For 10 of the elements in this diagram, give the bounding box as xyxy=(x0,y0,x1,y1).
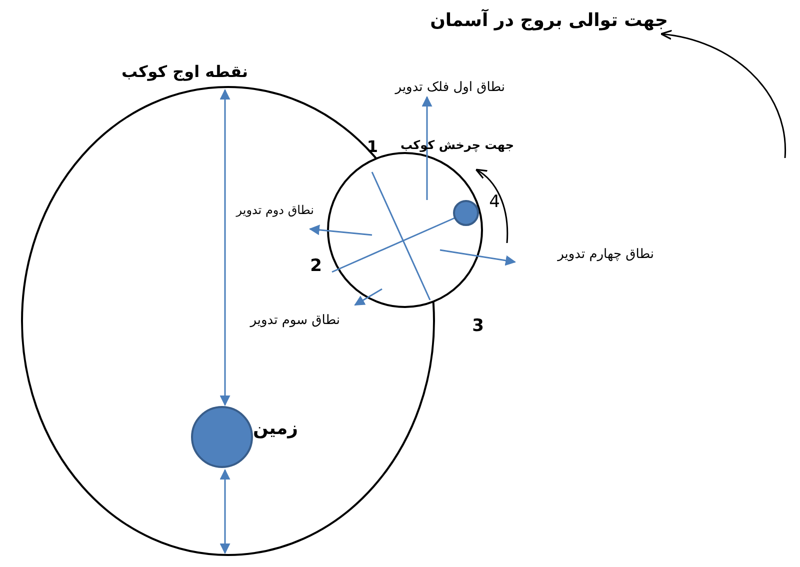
zone-label: نطاق چهارم تدویر xyxy=(558,247,654,263)
callout-number: 2 xyxy=(310,256,322,276)
zone-label: نطاق اول فلک تدویر xyxy=(395,80,505,96)
earth-label: زمین xyxy=(252,418,298,440)
callout-number: 4 xyxy=(489,192,500,212)
callout-number: 3 xyxy=(472,316,484,336)
heading-label: جهت توالی بروج در آسمان xyxy=(430,10,668,32)
zone-label: نطاق سوم تدویر xyxy=(250,313,340,329)
apogee-label: نقطه اوج کوکب xyxy=(122,62,248,82)
zone-label: نطاق دوم تدویر xyxy=(236,203,314,218)
